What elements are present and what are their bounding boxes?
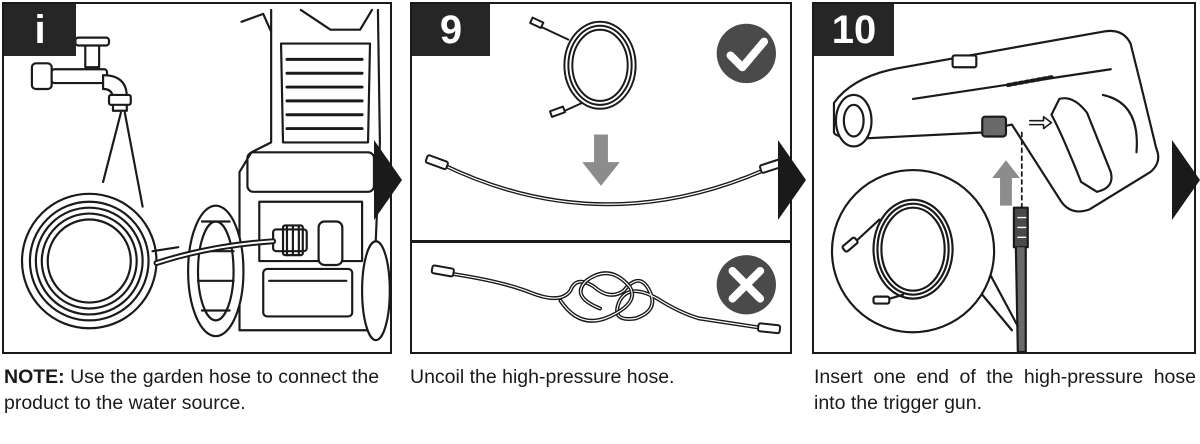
next-step-arrow-icon xyxy=(374,140,402,220)
next-step-arrow-icon xyxy=(778,140,806,220)
hose-fitting-icon xyxy=(1012,206,1029,352)
down-arrow-icon xyxy=(582,134,620,186)
step-badge-info: i xyxy=(4,4,76,56)
insert-hose-trigger-gun-illustration xyxy=(830,29,1160,352)
step-badge-10: 10 xyxy=(814,4,894,56)
garden-hose-coil-icon xyxy=(20,192,180,330)
next-step-arrow-icon xyxy=(1172,140,1200,220)
step-caption-10: Insert one end of the high-pressure hose… xyxy=(814,366,1196,414)
step-panel-9: 9 xyxy=(410,2,792,354)
uncoil-hose-illustration xyxy=(424,16,784,335)
step-caption-info: NOTE: Use the garden hose to connect the… xyxy=(4,364,396,416)
panel-divider xyxy=(412,240,790,243)
x-circle-icon xyxy=(716,255,776,315)
note-text: Use the garden hose to connect the produ… xyxy=(4,366,380,414)
water-faucet-icon xyxy=(30,36,132,112)
step-badge-9: 9 xyxy=(412,4,490,56)
tangled-hose-icon xyxy=(430,264,782,335)
pressure-washer-machine-icon xyxy=(153,8,390,342)
garden-hose-connection-illustration xyxy=(20,8,390,342)
note-label: NOTE: xyxy=(4,366,65,388)
hose-coil-detail-icon xyxy=(830,169,996,334)
coiled-hose-icon xyxy=(529,16,637,118)
up-arrow-icon xyxy=(992,160,1020,206)
check-circle-icon xyxy=(716,23,776,84)
step-caption-9: Uncoil the high-pressure hose. xyxy=(410,366,675,388)
trigger-gun-icon xyxy=(832,29,1160,213)
step-panel-10: 10 xyxy=(812,2,1196,354)
step-panel-info: i xyxy=(2,2,392,354)
